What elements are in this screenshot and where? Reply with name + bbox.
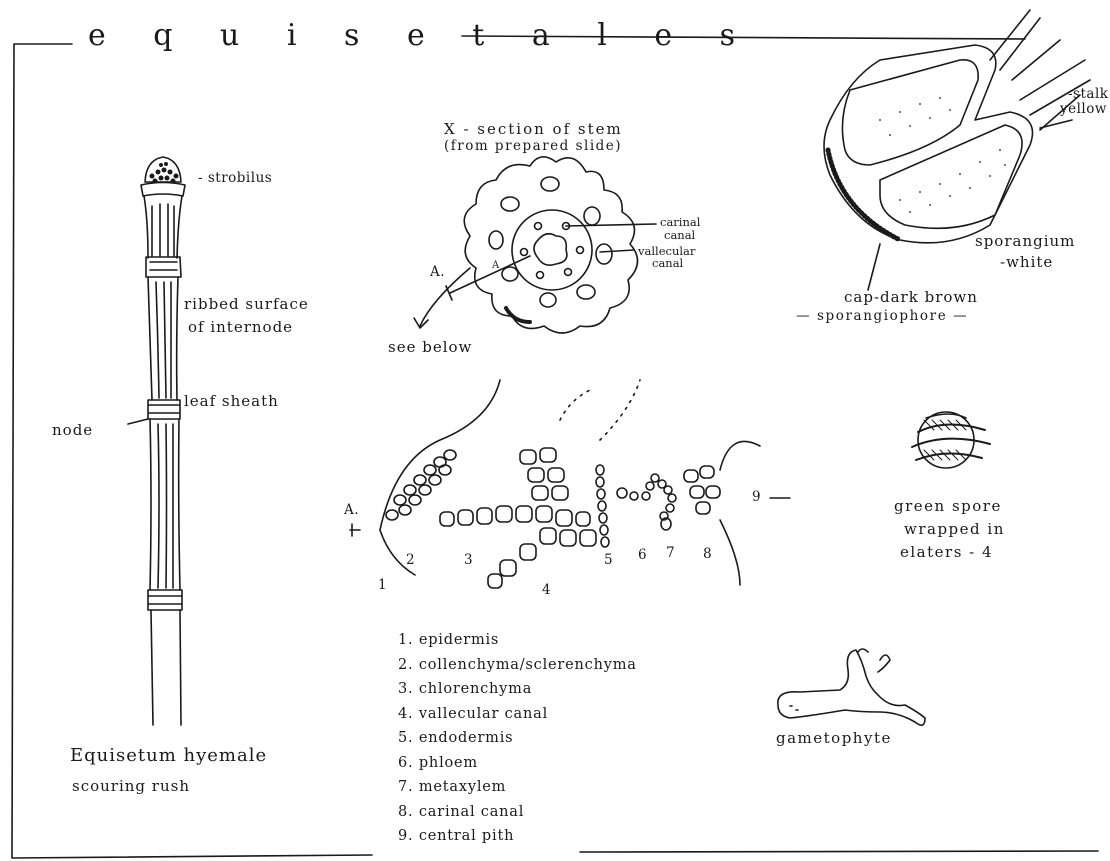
legend-item: 8. carinal canal	[398, 800, 637, 825]
spore-drawing	[912, 412, 990, 468]
detail-number-4: 4	[542, 582, 551, 598]
label-spore-line3: elaters - 4	[900, 543, 993, 561]
page-title: e q u i s e t a l e s	[88, 18, 754, 53]
detail-number-8: 8	[703, 546, 712, 562]
legend-item: 4. vallecular canal	[398, 702, 637, 727]
detail-number-7: 7	[666, 545, 675, 561]
label-stalk-yellow: yellow	[1060, 101, 1107, 117]
legend-item: 2. collenchyma/sclerenchyma	[398, 653, 637, 678]
detail-number-9: 9	[752, 489, 761, 505]
detail-number-6: 6	[638, 547, 647, 563]
label-strobilus: - strobilus	[198, 170, 272, 186]
label-cap: cap-dark brown	[844, 288, 978, 306]
label-sporangium: sporangium	[975, 232, 1075, 250]
legend-item: 7. metaxylem	[398, 775, 637, 800]
label-gametophyte: gametophyte	[776, 729, 892, 747]
label-node: node	[52, 421, 93, 439]
label-spore-line2: wrapped in	[904, 520, 1005, 538]
tissue-detail-drawing	[350, 380, 790, 588]
detail-number-5: 5	[604, 552, 613, 568]
label-a-detail: A.	[344, 502, 359, 518]
label-stalk: -stalk	[1068, 86, 1108, 102]
stem-cross-section-drawing	[414, 157, 656, 333]
label-carinal-canal: canal	[664, 228, 695, 242]
cross-section-title: X - section of stem	[444, 120, 623, 138]
label-ribbed-surface: ribbed surface	[184, 295, 309, 313]
gametophyte-drawing	[778, 649, 925, 725]
label-spore-line1: green spore	[894, 497, 1002, 515]
legend-item: 9. central pith	[398, 824, 637, 849]
detail-number-3: 3	[464, 552, 473, 568]
label-vallecular-canal: canal	[652, 256, 683, 270]
legend-item: 6. phloem	[398, 751, 637, 776]
species-name: Equisetum hyemale	[70, 745, 267, 766]
label-a-section: A.	[430, 264, 445, 280]
label-sporangium-white: -white	[1000, 253, 1053, 271]
equisetum-plant-drawing	[128, 157, 185, 725]
label-sporangiophore: — sporangiophore —	[796, 308, 968, 324]
common-name: scouring rush	[72, 777, 190, 795]
label-internode: of internode	[188, 318, 293, 336]
label-leaf-sheath: leaf sheath	[184, 392, 279, 410]
detail-number-1: 1	[378, 577, 387, 593]
cross-section-subtitle: (from prepared slide)	[444, 138, 622, 154]
label-carinal: carinal	[660, 215, 700, 229]
legend-item: 1. epidermis	[398, 628, 637, 653]
label-a-inner: A	[492, 260, 499, 271]
label-see-below: see below	[388, 338, 472, 356]
tissue-legend: 1. epidermis 2. collenchyma/sclerenchyma…	[398, 628, 637, 849]
detail-number-2: 2	[406, 552, 415, 568]
frame-line-bottom-right	[580, 851, 1098, 852]
legend-item: 3. chlorenchyma	[398, 677, 637, 702]
legend-item: 5. endodermis	[398, 726, 637, 751]
frame-line	[12, 44, 372, 858]
